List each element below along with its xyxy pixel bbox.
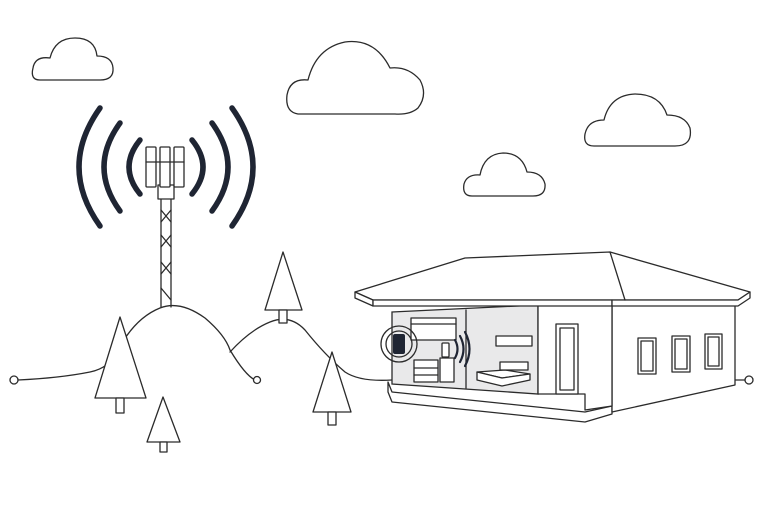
hill [229,318,393,381]
cloud [584,93,692,147]
ground-end-left [9,375,19,385]
ground-end-right [744,375,754,385]
ground-line [17,304,256,381]
signal-booster [380,325,471,368]
hill-node [252,375,262,385]
cloud [286,40,425,115]
tree [264,251,303,324]
cell-tower [145,146,185,308]
cloud [463,152,546,197]
house [354,251,751,423]
signal-waves [76,105,256,229]
tree [94,316,147,414]
tree [312,351,352,426]
tree [146,396,181,453]
cloud [31,37,114,81]
